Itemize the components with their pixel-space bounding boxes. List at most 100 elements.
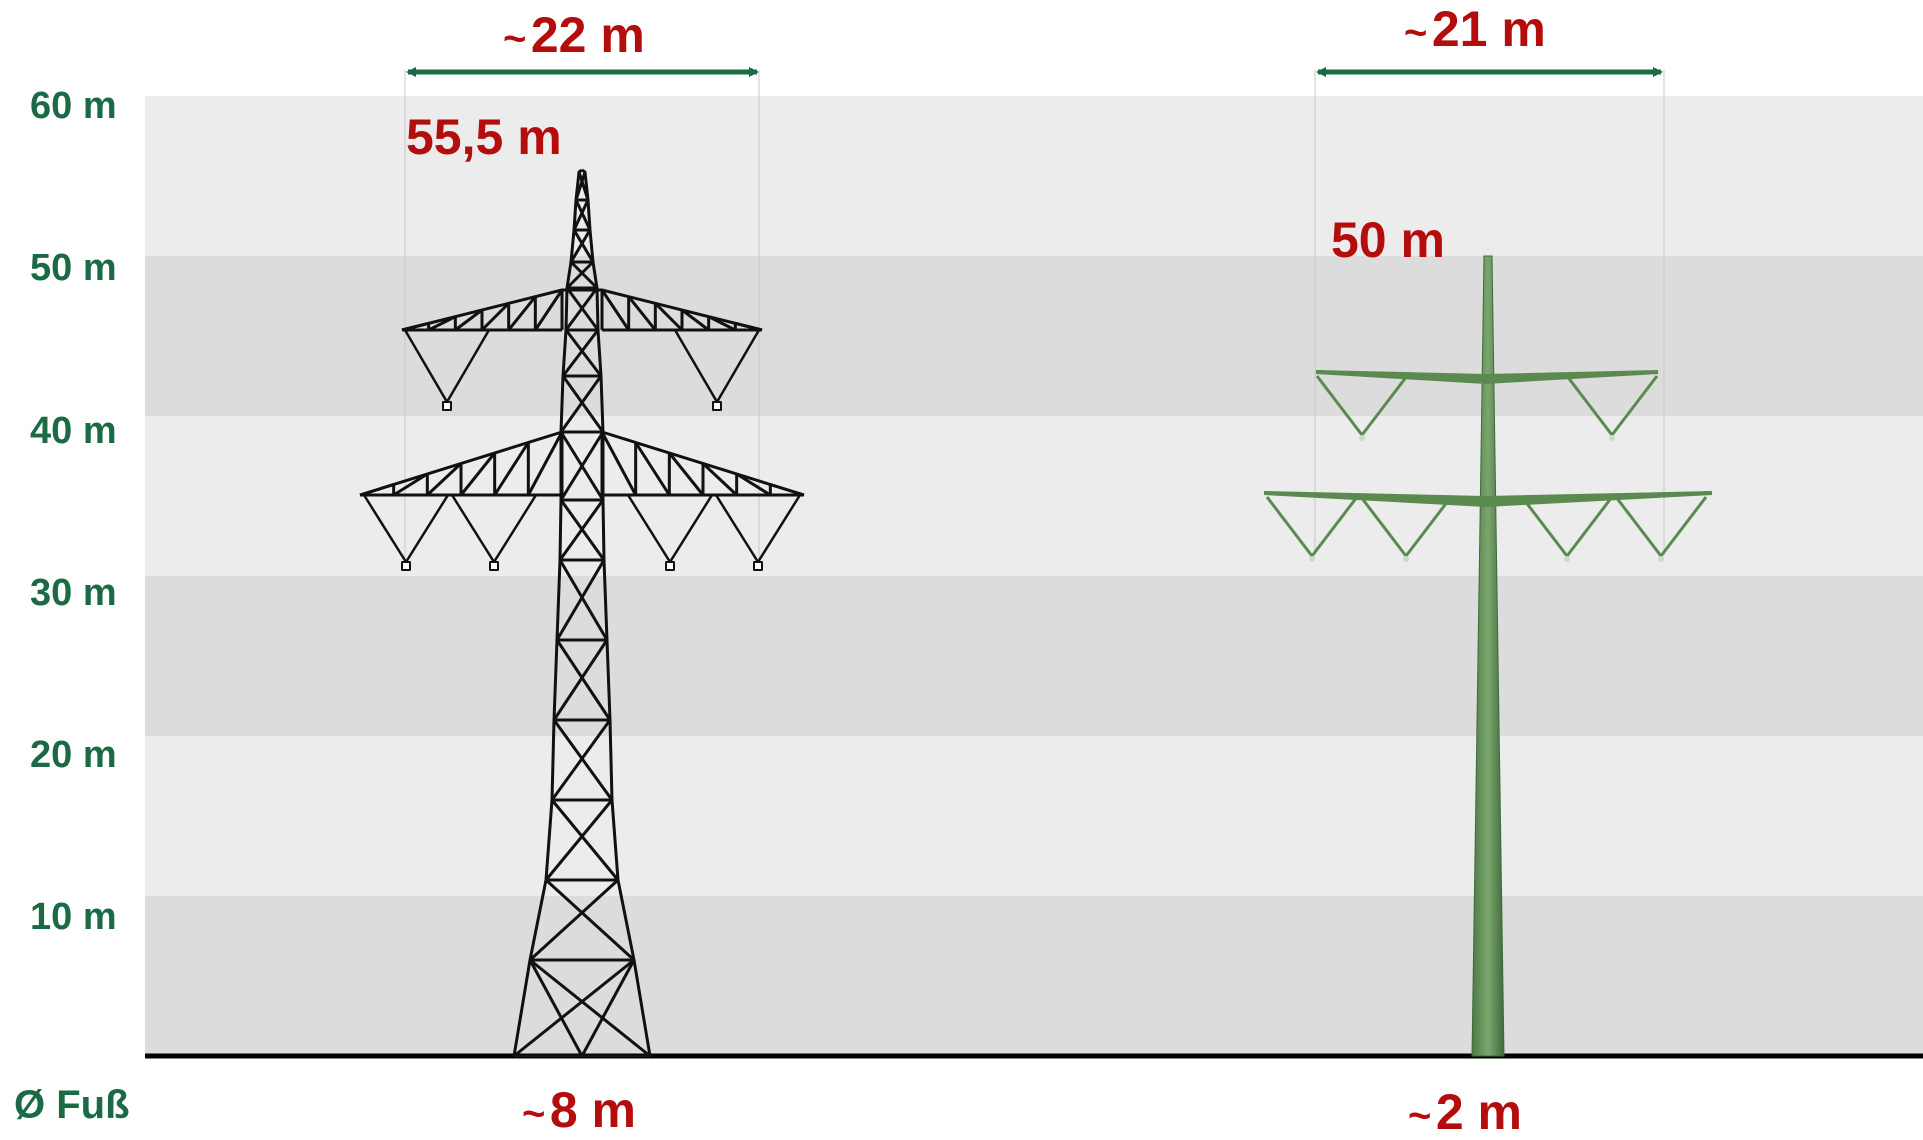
lattice-brace	[528, 878, 620, 962]
monopole-width-tilde: ~	[1404, 11, 1428, 55]
lattice-brace	[528, 959, 584, 1057]
lattice-lower-crossarm-brace	[459, 452, 496, 496]
lattice-brace	[544, 799, 614, 881]
monopole-insulator-clamp	[1309, 556, 1315, 562]
monopole-insulator-clamp	[1564, 556, 1570, 562]
band-10-20	[145, 736, 1923, 896]
monopole-insulator-clamp	[1359, 435, 1365, 441]
lattice-upper-crossarm-brace	[454, 308, 483, 332]
lattice-foot-label: ~ 8 m	[522, 1083, 636, 1137]
lattice-lower-crossarm-brace	[493, 441, 530, 496]
lattice-tower-icon	[359, 168, 805, 1058]
insulator-clamp	[489, 561, 499, 571]
y-tick-50: 50 m	[30, 247, 117, 289]
lattice-lower-crossarm-brace	[634, 441, 671, 496]
lattice-upper-crossarm-brace	[600, 289, 630, 331]
lattice-foot-tilde: ~	[522, 1092, 546, 1136]
y-tick-10: 10 m	[30, 896, 117, 938]
monopole-tower-icon	[1263, 255, 1713, 1057]
lattice-lower-crossarm-insulator-string	[362, 494, 408, 563]
lattice-upper-crossarm-brace	[654, 302, 684, 332]
monopole-foot-value: 2 m	[1435, 1084, 1522, 1140]
lattice-brace	[564, 329, 603, 377]
lattice-lower-crossarm-brace	[701, 462, 738, 497]
monopole-lower-insulator	[1310, 496, 1359, 557]
width-guides	[404, 70, 1665, 560]
lattice-upper-crossarm-brace	[427, 315, 457, 332]
lattice-lower-crossarm-brace	[426, 462, 463, 497]
y-tick-20: 20 m	[30, 734, 117, 776]
lattice-height-label: 55,5 m	[406, 109, 562, 165]
lattice-brace	[565, 260, 595, 290]
lattice-brace	[561, 375, 605, 433]
lattice-brace	[550, 719, 612, 801]
lattice-lower-crossarm-insulator-string	[450, 494, 496, 563]
lattice-lower-crossarm-insulator-string	[492, 494, 538, 563]
lattice-upper-crossarm-brace	[627, 295, 657, 331]
lattice-brace	[577, 171, 590, 201]
insulator-clamp	[442, 401, 452, 411]
monopole-lower-insulator	[1359, 496, 1408, 557]
monopole-lower-insulator	[1404, 496, 1453, 557]
monopole-upper-insulator	[1610, 375, 1659, 436]
insulator-clamp	[401, 561, 411, 571]
lattice-upper-crossarm-brace	[734, 321, 763, 332]
lattice-brace	[559, 375, 603, 433]
lattice-upper-crossarm-insulator-string	[403, 329, 449, 403]
lattice-brace	[529, 958, 651, 1058]
lattice-brace	[559, 431, 605, 501]
lattice-upper-crossarm-brace	[681, 308, 710, 332]
lattice-lower-crossarm-insulator-string	[756, 494, 802, 563]
lattice-brace	[559, 499, 606, 561]
lattice-foot-value: 8 m	[549, 1082, 636, 1138]
monopole-lower-insulator	[1659, 496, 1708, 557]
lattice-brace	[569, 229, 592, 263]
y-tick-40: 40 m	[30, 410, 117, 452]
lattice-brace	[565, 287, 600, 331]
lattice-lower-crossarm-brace	[769, 483, 805, 497]
y-tick-30: 30 m	[30, 572, 117, 614]
monopole-insulator-clamp	[1658, 556, 1664, 562]
band-20-30	[145, 576, 1923, 736]
lattice-upper-crossarm-brace	[507, 295, 537, 331]
lattice-lower-crossarm-brace	[359, 483, 395, 497]
monopole-upper-crossarm	[1315, 370, 1659, 385]
monopole-width-value: 21 m	[1431, 1, 1546, 57]
monopole-foot-tilde: ~	[1408, 1094, 1432, 1138]
monopole-lower-insulator	[1265, 496, 1314, 557]
insulator-clamp	[753, 561, 763, 571]
lattice-brace	[580, 959, 636, 1057]
lattice-lower-crossarm-insulator-string	[626, 494, 672, 563]
lattice-brace	[513, 958, 635, 1058]
lattice-brace	[572, 229, 595, 263]
lattice-brace	[574, 199, 592, 231]
monopole-lower-insulator	[1614, 496, 1663, 557]
lattice-lower-crossarm-brace	[527, 431, 564, 496]
monopole-foot-label: ~ 2 m	[1408, 1085, 1522, 1139]
monopole-height-label: 50 m	[1331, 212, 1445, 268]
insulator-clamp	[665, 561, 675, 571]
y-tick-60: 60 m	[30, 85, 117, 127]
monopole-upper-insulator	[1360, 375, 1409, 436]
lattice-lower-crossarm-brace	[735, 472, 772, 497]
lattice-width-value: 22 m	[530, 7, 645, 63]
monopole-width-label: ~ 21 m	[1404, 2, 1546, 56]
lattice-brace	[552, 639, 609, 721]
lattice-upper-crossarm-insulator-string	[715, 329, 761, 403]
lattice-brace	[561, 329, 600, 377]
lattice-upper-crossarm-brace	[534, 289, 564, 331]
insulator-clamp	[712, 401, 722, 411]
lattice-brace	[555, 639, 612, 721]
lattice-upper-crossarm-brace	[480, 302, 510, 332]
lattice-lower-crossarm-brace	[600, 431, 637, 496]
monopole-insulator-clamp	[1403, 556, 1409, 562]
lattice-lower-crossarm-brace	[668, 452, 705, 496]
lattice-lower-crossarm-insulator-string	[668, 494, 714, 563]
monopole-insulator-clamp	[1609, 435, 1615, 441]
lattice-lower-crossarm-insulator-string	[714, 494, 760, 563]
lattice-lower-crossarm-brace	[392, 472, 429, 497]
lattice-width-label: ~ 22 m	[503, 8, 645, 62]
lattice-upper-crossarm-insulator-string	[673, 329, 719, 403]
